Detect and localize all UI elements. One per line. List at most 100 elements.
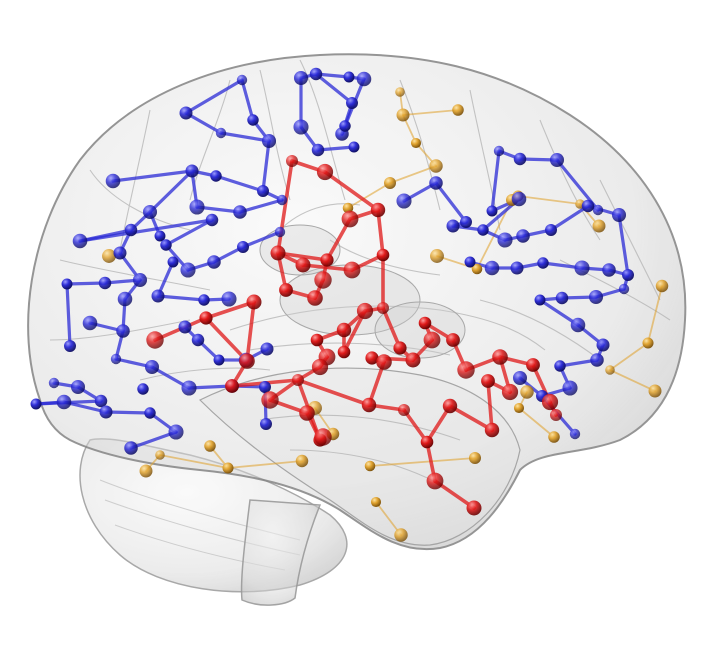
red-node — [199, 311, 213, 325]
red-node — [146, 331, 164, 349]
blue-node — [477, 224, 489, 236]
blue-node — [592, 204, 604, 216]
blue-node — [260, 418, 272, 430]
blue-node — [497, 232, 513, 248]
red-node — [261, 391, 279, 409]
orange-node — [102, 249, 116, 263]
blue-edge — [434, 181, 468, 224]
red-node — [393, 341, 407, 355]
blue-node — [124, 223, 138, 237]
blue-edge — [538, 298, 580, 327]
blue-node — [180, 262, 196, 278]
blue-node — [602, 263, 616, 277]
red-node — [365, 351, 379, 365]
blue-node — [429, 176, 443, 190]
orange-edge — [517, 195, 581, 205]
orange-node — [155, 450, 165, 460]
red-node — [492, 349, 508, 365]
red-edge — [486, 379, 494, 432]
blue-node — [167, 256, 179, 268]
blue-node — [570, 317, 586, 333]
orange-node — [642, 337, 654, 349]
blue-node — [446, 219, 460, 233]
orange-edge — [389, 165, 437, 184]
blue-node — [396, 193, 412, 209]
blue-edge — [238, 198, 284, 214]
blue-node — [464, 256, 476, 268]
red-node — [279, 283, 293, 297]
red-node — [292, 374, 304, 386]
red-edge — [323, 170, 380, 212]
blue-node — [56, 394, 72, 410]
red-edge — [204, 316, 249, 363]
blue-node — [569, 428, 581, 440]
red-node — [361, 397, 377, 413]
red-edge — [245, 300, 256, 363]
blue-edge — [617, 213, 630, 277]
blue-node — [516, 229, 530, 243]
red-node — [314, 428, 332, 446]
blue-edge — [156, 294, 206, 302]
blue-node — [151, 289, 165, 303]
blue-node — [460, 216, 472, 228]
blue-edge — [164, 218, 214, 247]
red-node — [398, 404, 410, 416]
blue-edge — [111, 169, 194, 183]
blue-node — [98, 276, 112, 290]
red-node — [320, 253, 334, 267]
blue-node — [510, 261, 524, 275]
blue-edge — [104, 410, 152, 415]
brainstem-shape — [240, 499, 322, 606]
blue-node — [137, 383, 149, 395]
blue-node — [181, 380, 197, 396]
red-node — [420, 435, 434, 449]
red-node — [286, 155, 298, 167]
red-node — [541, 393, 559, 411]
orange-node — [139, 464, 153, 478]
orange-edge — [369, 457, 476, 467]
red-node — [246, 294, 262, 310]
orange-edge — [159, 454, 229, 469]
blue-node — [178, 320, 192, 334]
blue-node — [210, 170, 222, 182]
red-edge — [402, 408, 429, 444]
orange-node — [295, 454, 309, 468]
blue-node — [622, 269, 634, 281]
orange-edge — [402, 109, 459, 116]
orange-node — [384, 177, 396, 189]
red-edge — [376, 208, 385, 257]
blue-node — [221, 291, 237, 307]
blue-node — [30, 398, 42, 410]
red-edge — [448, 404, 494, 432]
blue-edge — [148, 169, 194, 214]
blue-node — [160, 239, 172, 251]
orange-node — [204, 440, 216, 452]
red-node — [423, 331, 441, 349]
blue-node — [70, 379, 86, 395]
red-node — [446, 333, 460, 347]
red-edge — [276, 159, 294, 255]
orange-edge — [347, 182, 391, 209]
blue-node — [247, 114, 259, 126]
red-node — [526, 358, 540, 372]
blue-node — [215, 127, 227, 139]
orange-node — [513, 402, 525, 414]
red-node — [426, 472, 444, 490]
blue-node — [513, 152, 527, 166]
blue-node — [562, 380, 578, 396]
orange-node — [452, 104, 464, 116]
blue-edge — [314, 72, 354, 105]
blue-edge — [214, 174, 265, 193]
blue-node — [82, 315, 98, 331]
orange-node — [430, 249, 444, 263]
blue-node — [339, 120, 351, 132]
blue-edge — [219, 131, 271, 143]
blue-node — [198, 294, 210, 306]
red-node — [310, 333, 324, 347]
orange-node — [655, 279, 669, 293]
red-edge — [204, 300, 256, 320]
red-node — [239, 353, 255, 369]
blue-edge — [65, 281, 107, 286]
blue-node — [233, 205, 247, 219]
red-node — [316, 163, 334, 181]
